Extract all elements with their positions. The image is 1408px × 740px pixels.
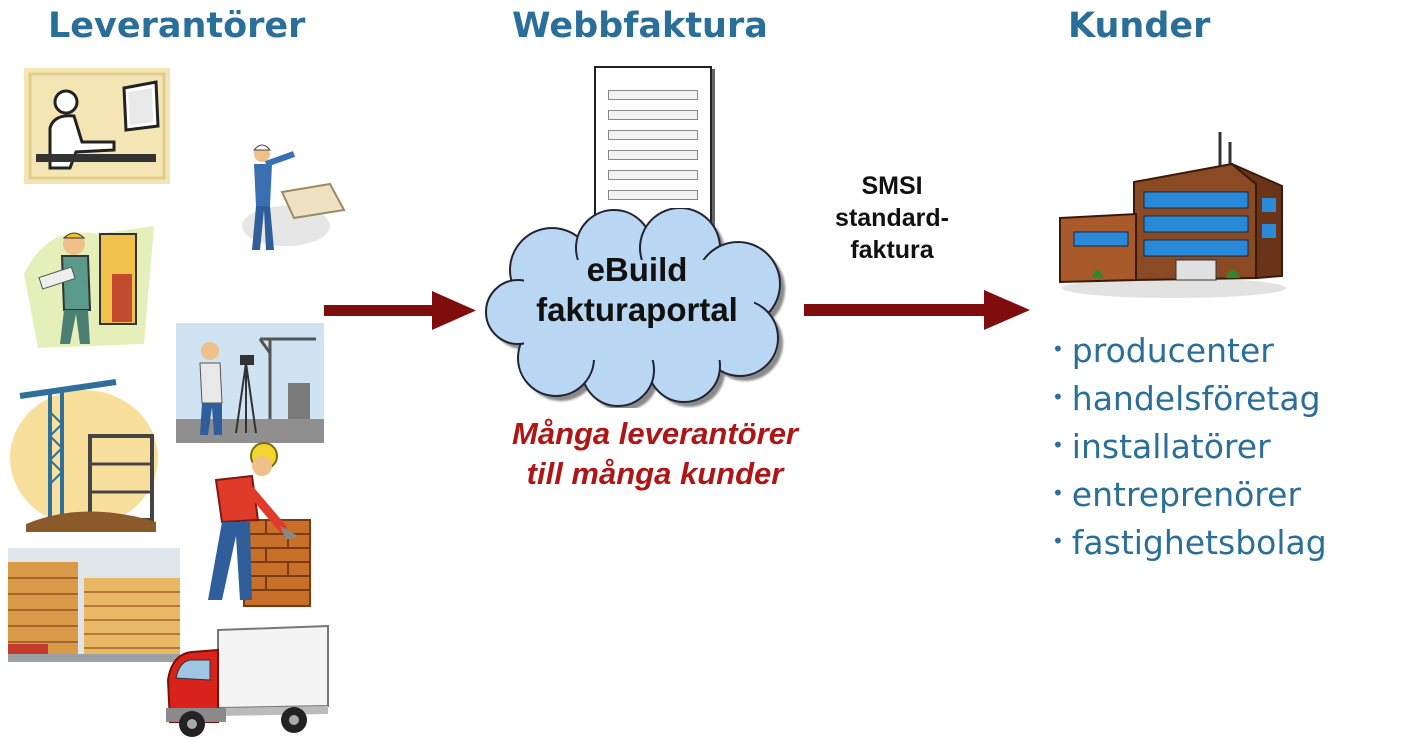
bullet-icon: • xyxy=(1052,337,1064,361)
suppliers-heading: Leverantörer xyxy=(48,6,306,46)
lumber-stack-icon xyxy=(8,548,180,662)
engineer-with-blueprint-icon xyxy=(242,144,346,250)
bullet-icon: • xyxy=(1052,481,1064,505)
bullet-icon: • xyxy=(1052,385,1064,409)
list-item-text: handelsföretag xyxy=(1071,379,1321,418)
list-item: • entreprenörer xyxy=(1052,470,1327,518)
office-worker-computer-icon xyxy=(24,68,170,184)
bullet-icon: • xyxy=(1052,433,1064,457)
customer-list: • producenter • handelsföretag • installatö… xyxy=(1052,326,1327,566)
invoice-document-icon xyxy=(594,66,712,240)
format-label-line3: faktura xyxy=(850,236,934,264)
architect-with-plans-icon xyxy=(24,226,154,348)
format-label-line1: SMSI xyxy=(861,172,923,200)
portal-label-line2: fakturaportal xyxy=(536,291,738,328)
arrow-right-icon xyxy=(324,291,476,330)
office-building-icon xyxy=(1059,132,1286,298)
bullet-icon: • xyxy=(1052,529,1064,553)
format-label: SMSI standard- faktura xyxy=(800,170,984,266)
customers-heading: Kunder xyxy=(1068,6,1211,46)
list-item-text: entreprenörer xyxy=(1071,475,1302,514)
format-label-line2: standard- xyxy=(835,204,949,232)
list-item: • fastighetsbolag xyxy=(1052,518,1327,566)
bricklayer-icon xyxy=(208,442,311,607)
list-item: • installatörer xyxy=(1052,422,1327,470)
list-item-text: installatörer xyxy=(1071,427,1271,466)
portal-label-line1: eBuild xyxy=(586,251,688,288)
cloud-icon xyxy=(485,208,781,407)
delivery-truck-icon xyxy=(166,624,329,737)
caption-line2: till många kunder xyxy=(526,456,784,491)
list-item-text: fastighetsbolag xyxy=(1071,523,1327,562)
caption-line1: Många leverantörer xyxy=(512,416,798,451)
portal-label: eBuild fakturaportal xyxy=(494,250,780,330)
many-to-many-caption: Många leverantörer till många kunder xyxy=(430,414,880,494)
list-item: • producenter xyxy=(1052,326,1327,374)
arrow-right-icon xyxy=(804,290,1030,330)
list-item: • handelsföretag xyxy=(1052,374,1327,422)
surveyor-with-crane-icon xyxy=(176,323,324,443)
webbfaktura-heading: Webbfaktura xyxy=(512,6,768,46)
scaffolding-crane-icon xyxy=(10,379,158,532)
list-item-text: producenter xyxy=(1071,331,1274,370)
